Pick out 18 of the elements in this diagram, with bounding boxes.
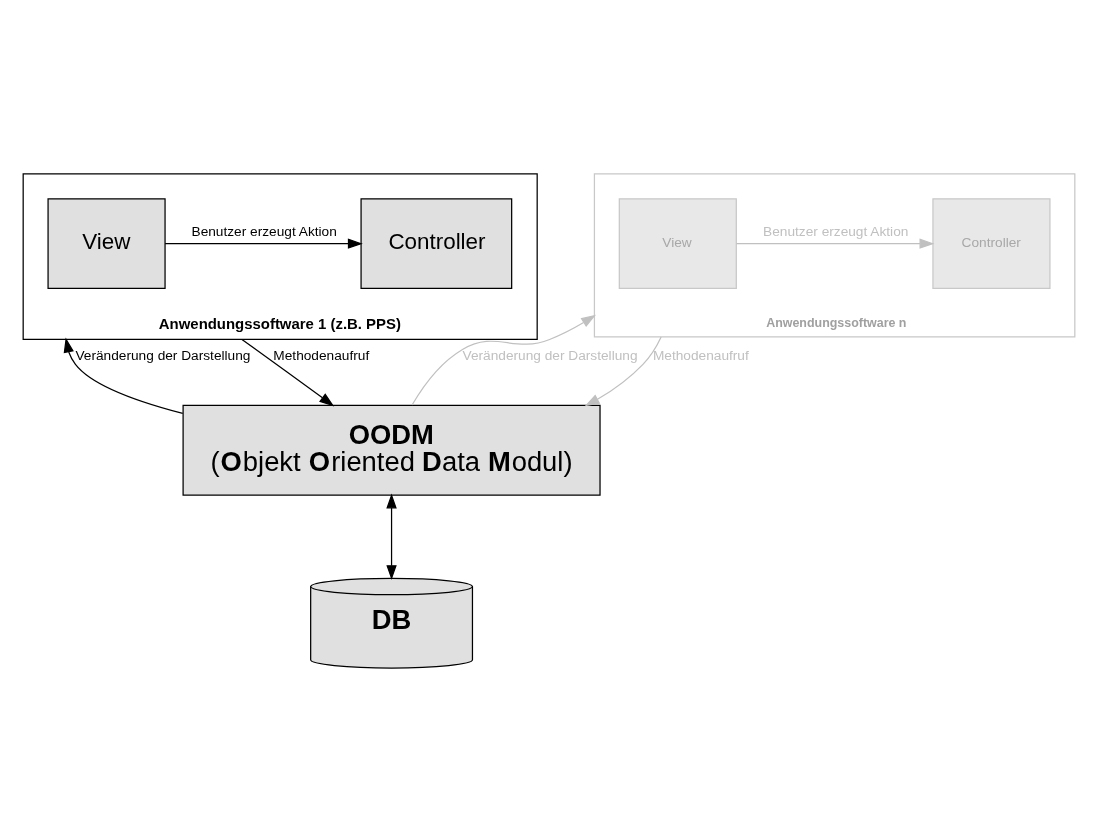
node-box: Controller (360, 198, 513, 290)
arrow (411, 314, 597, 406)
node-box: View (618, 198, 737, 290)
edge-label: Methodenaufruf (652, 348, 749, 364)
arrow (735, 238, 935, 249)
edge-label: Methodenaufruf (273, 348, 370, 364)
edge-label: Veränderung der Darstellung (462, 348, 638, 364)
edge-label: Benutzer erzeugt Aktion (191, 223, 337, 239)
arrow (63, 337, 184, 415)
arrow (584, 336, 662, 407)
arrow (241, 338, 335, 407)
arrow (386, 493, 397, 581)
node-box: OODM (Objekt Oriented Data Modul) (182, 404, 601, 496)
node-box: Controller (932, 198, 1051, 290)
edge-label: Benutzer erzeugt Aktion (763, 223, 909, 239)
node-box: View (47, 198, 166, 290)
edge-label: Veränderung der Darstellung (75, 348, 251, 364)
arrow (164, 238, 363, 249)
